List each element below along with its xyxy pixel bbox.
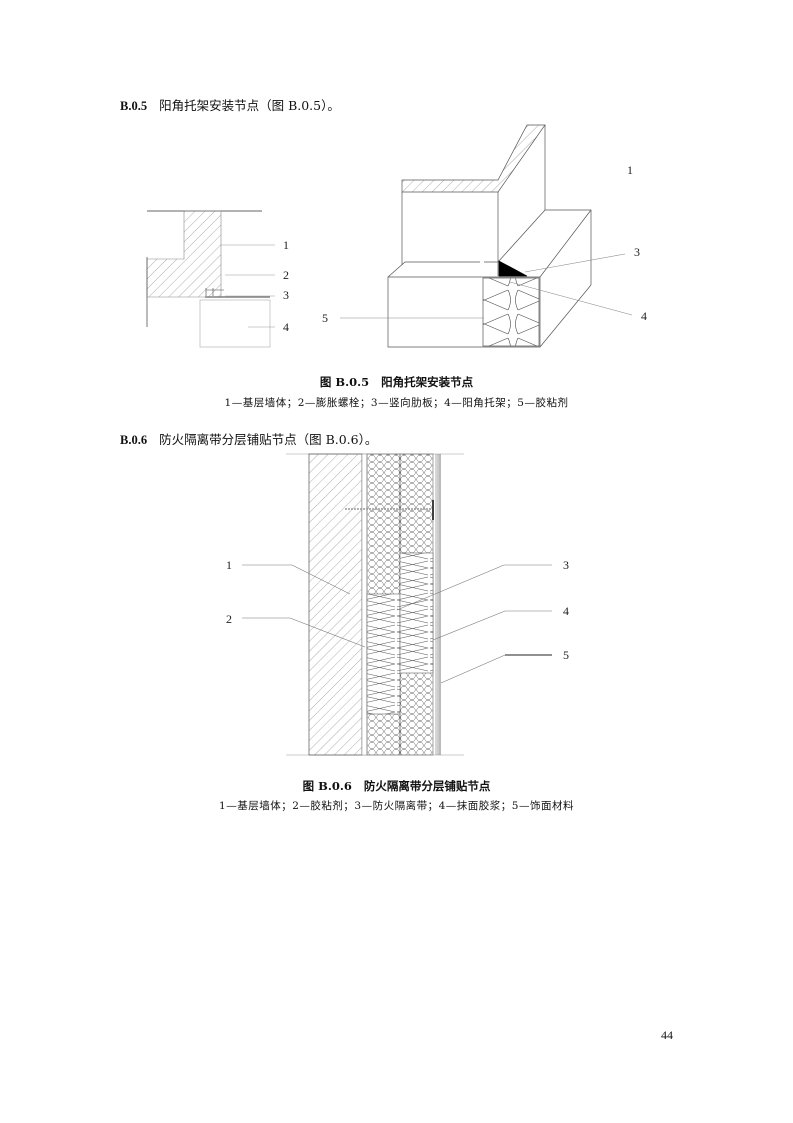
callout-2: 2	[283, 268, 289, 282]
figure-caption-b06: 图 B.0.6 防火隔离带分层铺贴节点	[0, 778, 793, 794]
caption-label: 图 B.0.5	[319, 375, 370, 389]
section-title: 阳角托架安装节点（图 B.0.5）。	[159, 98, 340, 113]
callout-4: 4	[283, 320, 289, 334]
caption-title: 防火隔离带分层铺贴节点	[363, 779, 491, 793]
figure-b06-section-view: 1 2 3 4 5	[226, 453, 569, 756]
caption-label: 图 B.0.6	[302, 779, 352, 793]
figure-legend-b06: 1—基层墙体；2—胶粘剂；3—防火隔离带；4—抹面胶浆；5—饰面材料	[219, 800, 574, 812]
callout-1: 1	[627, 163, 633, 177]
figure-b05-isometric-view: 1 3 4 5	[322, 124, 647, 348]
callout-4: 4	[563, 604, 569, 618]
section-number: B.0.6	[120, 433, 148, 447]
callout-5: 5	[322, 311, 328, 325]
callout-1: 1	[283, 238, 289, 252]
callout-4: 4	[641, 309, 647, 323]
callout-3: 3	[283, 288, 289, 302]
section-title: 防火隔离带分层铺贴节点（图 B.0.6）。	[159, 432, 378, 447]
figure-legend-b05: 1—基层墙体；2—膨胀螺栓；3—竖向肋板；4—阳角托架；5—胶粘剂	[224, 397, 569, 409]
section-number: B.0.5	[120, 99, 148, 113]
callout-3: 3	[563, 558, 569, 572]
callout-2: 2	[226, 612, 232, 626]
section-heading-b06: B.0.6 防火隔离带分层铺贴节点（图 B.0.6）。	[120, 429, 377, 448]
callout-1: 1	[226, 558, 232, 572]
section-heading-b05: B.0.5 阳角托架安装节点（图 B.0.5）。	[120, 95, 340, 114]
callout-5: 5	[563, 648, 569, 662]
figure-b05-section-view: 1 2 3 4	[146, 210, 289, 348]
figure-caption-b05: 图 B.0.5 阳角托架安装节点	[0, 374, 793, 390]
page-number: 44	[661, 1028, 673, 1042]
caption-title: 阳角托架安装节点	[381, 375, 474, 389]
callout-3: 3	[634, 245, 640, 259]
